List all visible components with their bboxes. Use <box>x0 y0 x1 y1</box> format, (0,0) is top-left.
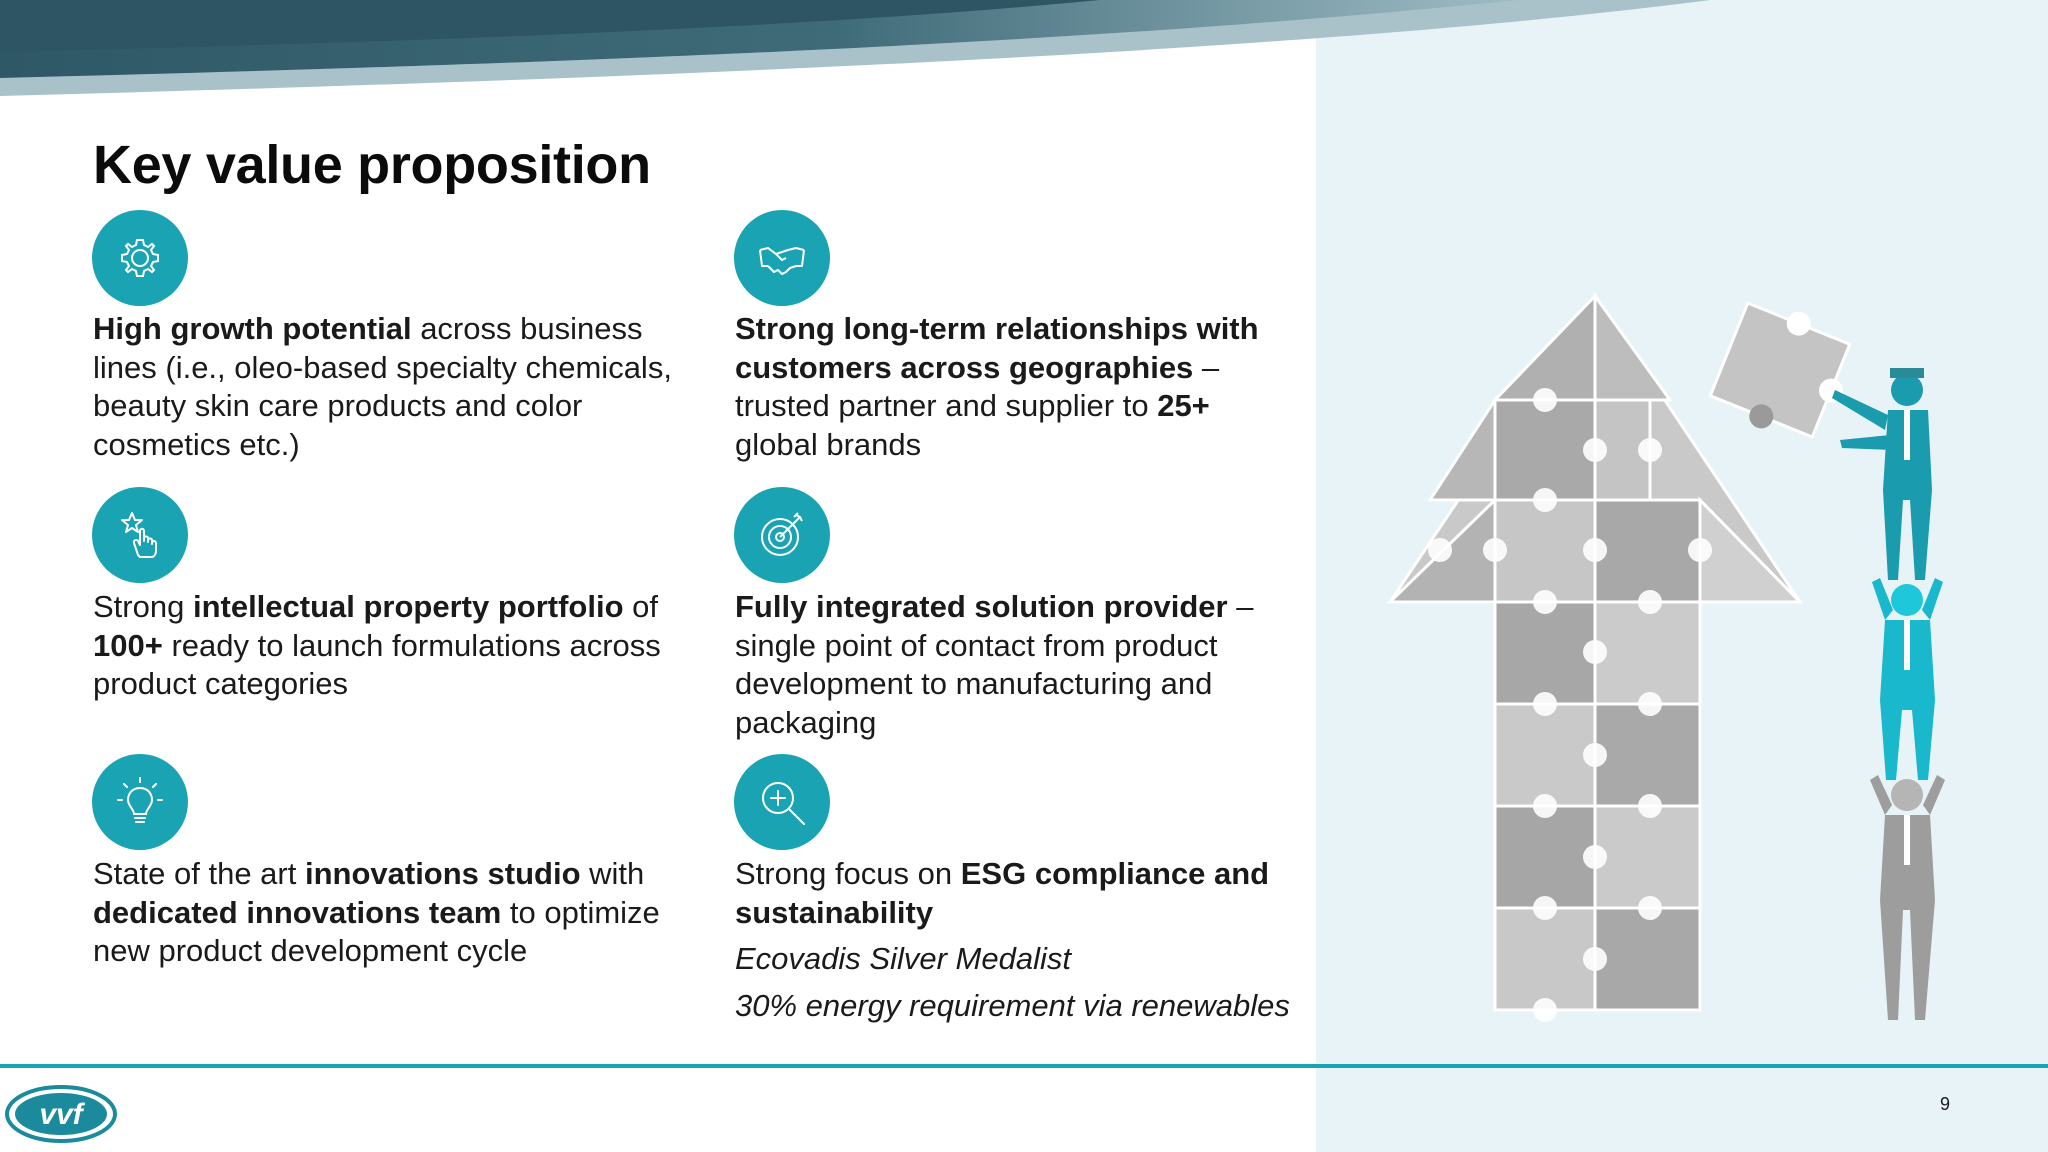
page-title: Key value proposition <box>93 135 651 195</box>
vvf-logo: vvf <box>5 1085 117 1143</box>
item-innovations-text: State of the art innovations studio with… <box>93 856 660 968</box>
item-ip-portfolio-text: Strong intellectual property portfolio o… <box>93 589 661 701</box>
item-esg-text: Strong focus on ESG compliance and susta… <box>735 855 1295 1025</box>
header-wave-band <box>0 0 1710 96</box>
gear-icon <box>92 210 188 306</box>
handshake-icon <box>734 210 830 306</box>
people-figures <box>1832 368 1945 1020</box>
ecovadis-note: Ecovadis Silver Medalist <box>735 941 1071 976</box>
page-number: 9 <box>1940 1094 1951 1114</box>
magnifier-icon <box>734 754 830 850</box>
puzzle-arrow-illustration <box>1386 291 1945 1022</box>
item-growth-text: High growth potential across business li… <box>93 311 672 462</box>
star-pointer-icon <box>92 487 188 583</box>
item-integrated-solution-text: Fully integrated solution provider – sin… <box>735 589 1254 740</box>
svg-text:vvf: vvf <box>39 1098 85 1131</box>
item-relationships-text: Strong long-term relationships with cust… <box>735 311 1259 462</box>
target-icon <box>734 487 830 583</box>
energy-note: 30% energy requirement via renewables <box>735 987 1290 1023</box>
lightbulb-icon <box>92 754 188 850</box>
footer-rule <box>0 1064 2048 1068</box>
